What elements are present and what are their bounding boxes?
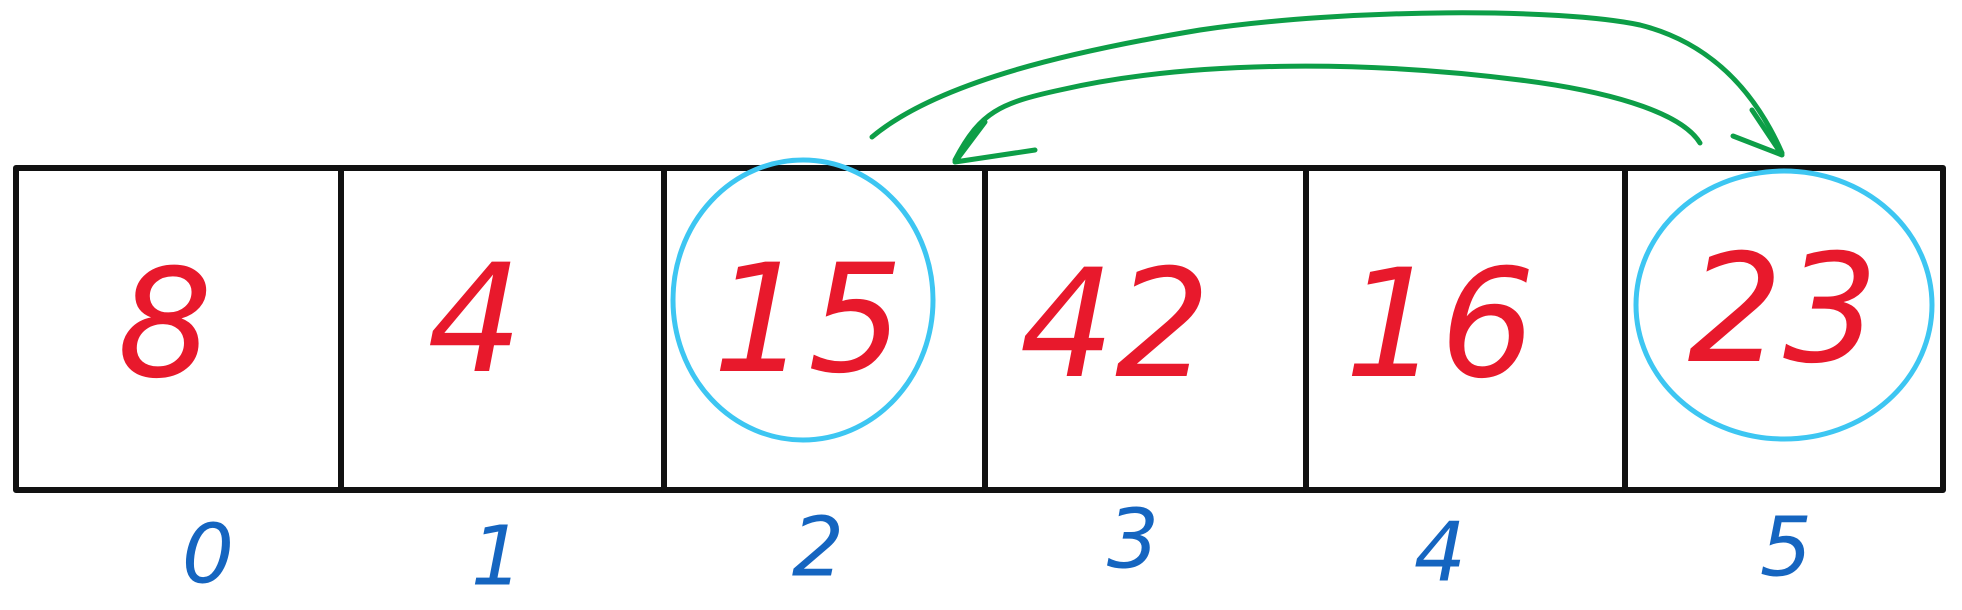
index-label-4: 4	[1414, 506, 1466, 601]
highlight-circle-5	[1633, 168, 1935, 442]
index-label-3: 3	[1107, 493, 1159, 588]
swap-arrow-5-to-2-curve	[952, 63, 1703, 163]
cell-value-0: 8	[117, 238, 212, 412]
swap-arrow-2-to-5-head	[1730, 107, 1785, 158]
cell-value-4: 16	[1345, 238, 1536, 412]
index-label-1: 1	[471, 510, 523, 605]
array-cell-5	[1622, 165, 1946, 493]
swap-arrows	[869, 10, 1785, 165]
swap-arrow-2-to-5	[869, 10, 1785, 158]
cell-value-2: 15	[713, 233, 904, 407]
highlight-circles	[670, 157, 1935, 443]
cell-values: 8 4 15 42 16 23	[117, 223, 1878, 412]
index-label-2: 2	[792, 501, 844, 596]
cell-value-3: 42	[1020, 238, 1211, 412]
swap-arrow-2-to-5-curve	[869, 10, 1785, 156]
swap-arrow-5-to-2	[952, 63, 1703, 165]
swap-arrow-5-to-2-head	[952, 119, 1038, 165]
cell-value-5: 23	[1688, 223, 1879, 397]
array-cells	[13, 165, 1946, 493]
index-label-0: 0	[182, 508, 234, 603]
index-labels: 0 1 2 3 4 5	[182, 493, 1812, 605]
index-label-5: 5	[1760, 501, 1812, 596]
highlight-circle-2	[670, 157, 936, 443]
cell-value-1: 4	[427, 233, 522, 407]
